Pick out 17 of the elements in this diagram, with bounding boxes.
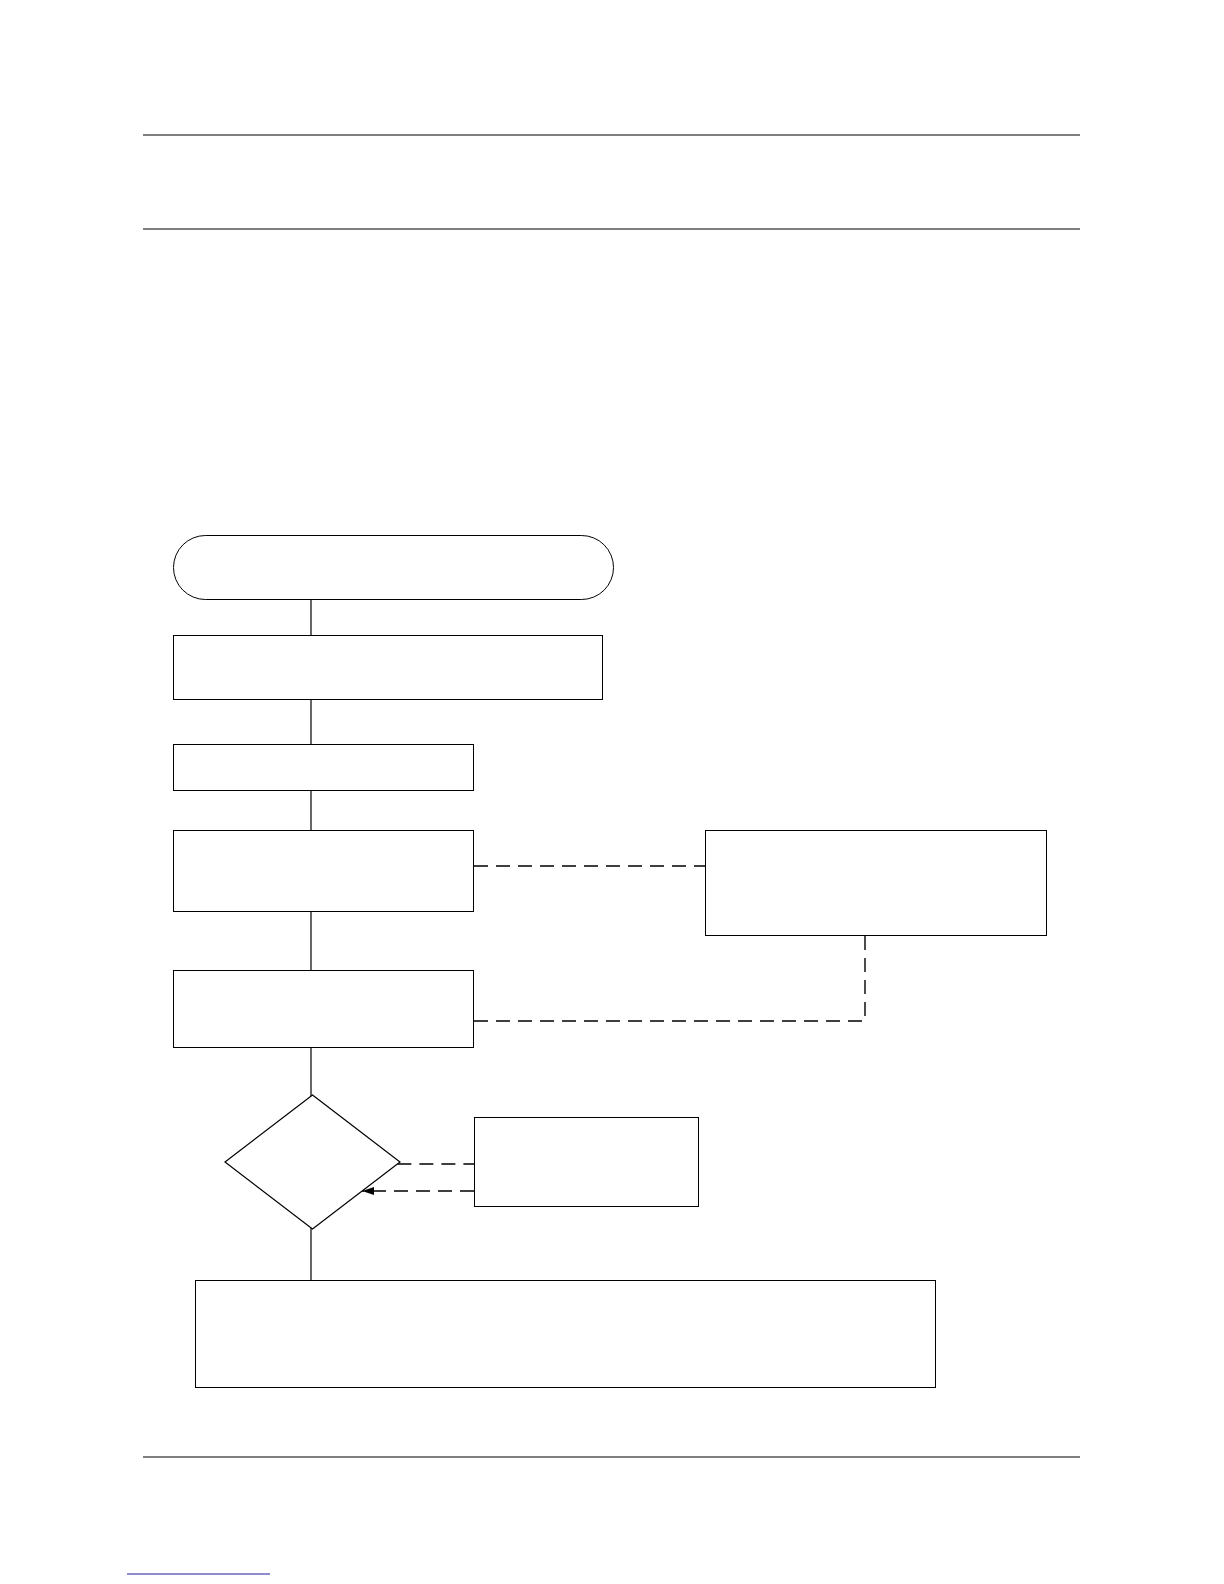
connector-line xyxy=(310,1047,312,1097)
connector-line xyxy=(310,790,312,831)
process-box xyxy=(173,970,474,1048)
process-box xyxy=(705,830,1047,936)
connector-line xyxy=(473,935,866,1022)
decision-diamond xyxy=(225,1095,400,1229)
process-box xyxy=(173,830,474,912)
process-box xyxy=(195,1280,936,1388)
connector-line xyxy=(310,699,312,745)
process-box xyxy=(474,1117,699,1207)
arrow xyxy=(361,1187,475,1195)
process-box xyxy=(173,635,603,700)
connector-line xyxy=(473,865,706,867)
connector-line xyxy=(310,1227,312,1281)
connector-line xyxy=(310,599,312,636)
process-box xyxy=(173,744,474,791)
connector-line xyxy=(310,911,312,971)
